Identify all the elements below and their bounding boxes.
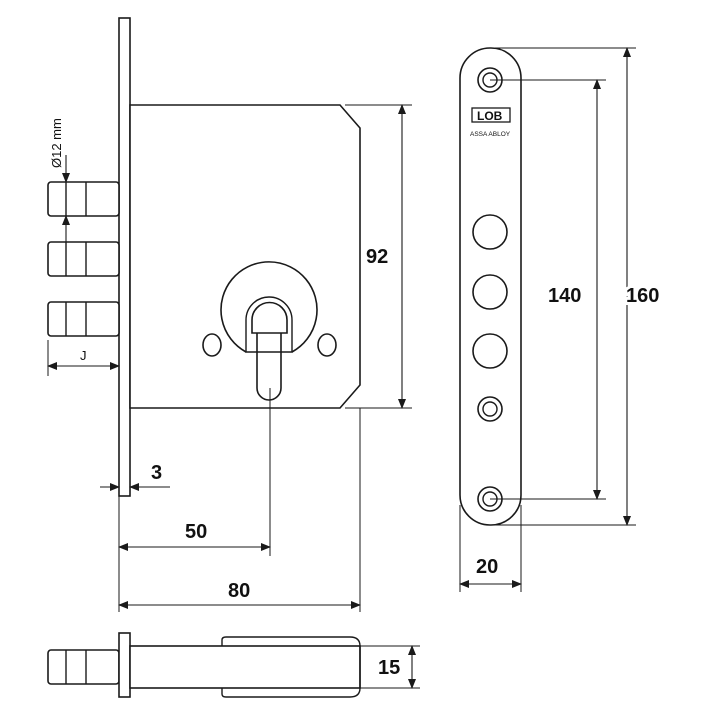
case-height-dimension: 92 [345,104,412,409]
svg-text:LOB: LOB [477,109,503,123]
backset-label: 50 [185,521,207,543]
lob-logo: LOB [471,107,511,123]
faceplate-length-dimension: 160 [495,47,662,526]
faceplate [459,47,522,526]
bolt-bottom [47,301,120,337]
rosette-lug-right [317,333,337,357]
top-view-case [129,645,361,689]
bolt-diameter-dimension: Ø12 mm [49,118,70,242]
cylinder-keyhole [251,301,288,401]
faceplate-thickness-dimension: 3 [100,462,170,500]
case-depth-dimension: 80 [118,408,361,612]
faceplate-length-label: 160 [626,285,659,307]
faceplate-width-dimension: 20 [459,505,522,592]
brand-company: ASSA ABLOY [470,131,511,138]
top-view-bolt [47,649,120,685]
rosette-lug-left [202,333,222,357]
faceplate-thickness-label: 3 [151,462,162,484]
case-thickness-dimension: 15 [350,645,420,689]
bolt-top [47,181,120,217]
small-hole [477,396,503,422]
case-height-label: 92 [366,246,388,268]
case-thickness-label: 15 [378,657,400,679]
case-depth-label: 80 [228,580,250,602]
keyhole-assembly [202,261,337,401]
bolt-middle [47,241,120,277]
rosette-outline [220,261,318,353]
front-view: Ø12 mm J 3 92 50 [47,17,412,612]
bolt-projection-label: J [80,348,87,363]
faceplate-view: LOB ASSA ABLOY 140 160 [459,47,662,592]
faceplate-side [118,17,131,497]
top-view: 15 [47,632,420,698]
bolt-hole-bottom [472,333,508,369]
bolt-stack [47,181,120,337]
bolt-hole-top [472,214,508,250]
screw-spacing-dimension: 140 [490,79,606,500]
top-view-faceplate [118,632,131,698]
lock-case [129,104,361,409]
bolt-projection-dimension: J [47,340,120,376]
bolt-hole-middle [472,274,508,310]
faceplate-width-label: 20 [476,556,498,578]
top-view-case-cover [221,636,361,698]
keyhole-inner [245,296,293,353]
backset-dimension: 50 [118,388,271,612]
screw-spacing-label: 140 [548,285,581,307]
bolt-diameter-label: Ø12 mm [49,118,64,168]
